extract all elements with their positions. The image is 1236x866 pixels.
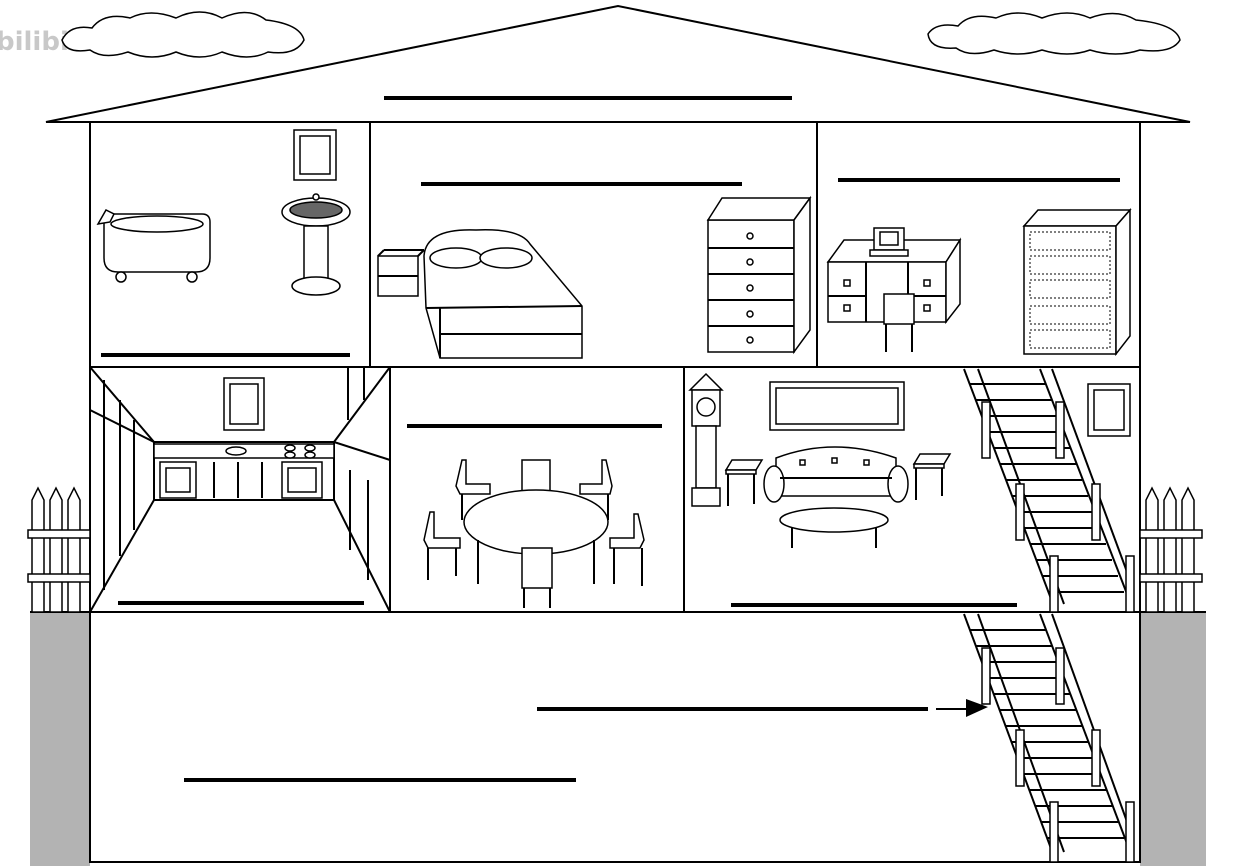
chair-icon [521,547,553,608]
chair-icon [579,459,613,520]
room-bedroom [377,182,812,359]
stove-icon [281,444,323,499]
house-structure [89,121,1141,863]
chair-icon [883,293,915,352]
bookshelf-icon [1022,208,1132,357]
computer-icon [869,227,909,257]
coffee-table-icon [779,507,889,548]
room-study [826,178,1132,357]
room-kitchen [89,366,391,613]
nightstand-icon [377,249,425,297]
arrow-icon [936,699,988,717]
picture-frame [769,381,905,431]
cloud-icon [61,11,305,58]
dresser-icon [706,195,812,355]
side-table-icon [912,453,952,500]
room-bathroom [96,129,351,357]
cabinet-icon [89,367,391,590]
chair-icon [455,459,491,520]
staircase-icon [963,613,1135,863]
bed-icon [423,229,583,359]
mirror-icon [1087,383,1131,437]
chair-icon [423,511,461,580]
fence-icon [1139,486,1203,613]
sofa-icon [763,446,909,503]
sink-icon [281,193,351,296]
chair-icon [521,459,551,493]
mirror-icon [293,129,337,181]
ground [30,611,1206,866]
room-living-room [688,372,1131,607]
staircase-icon [963,368,1135,613]
cloud-icon [927,12,1181,55]
room-dining-room [407,424,662,608]
mirror-icon [223,377,265,431]
dining-table-icon [463,489,609,584]
room-basement [184,699,988,782]
bathtub-icon [96,209,211,283]
grandfather-clock-icon [688,372,724,507]
fence-icon [27,486,91,613]
side-table-icon [724,459,764,506]
chair-icon [609,513,645,586]
